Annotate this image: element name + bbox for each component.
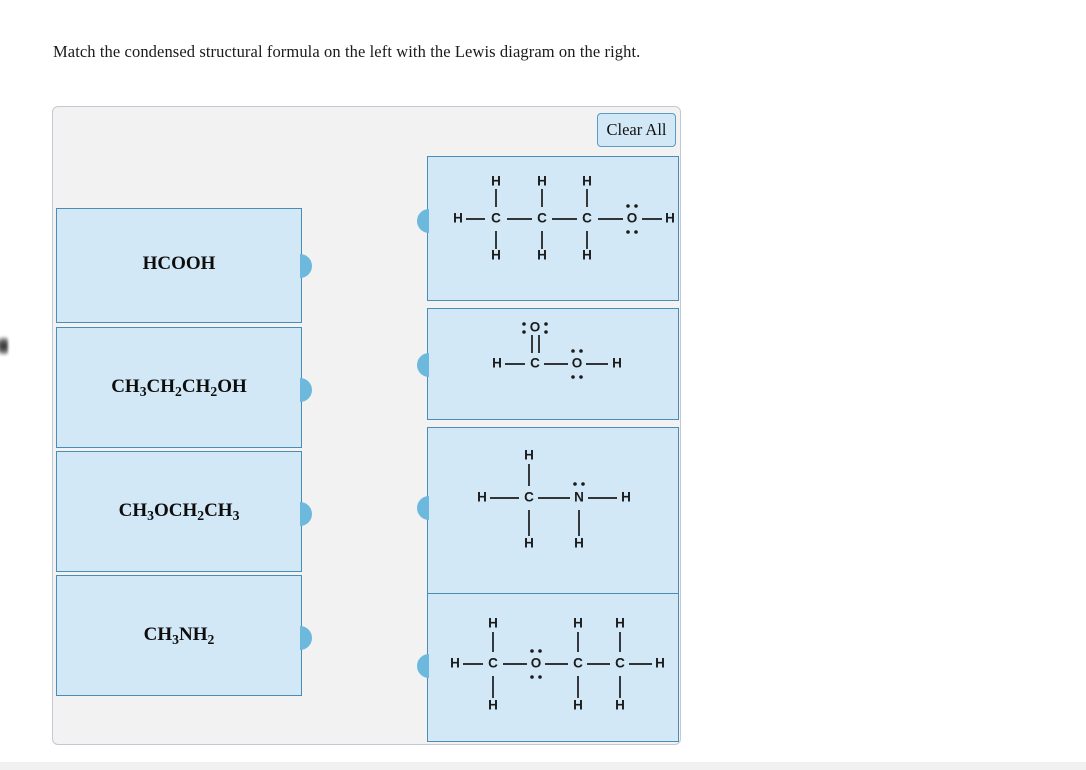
lewis-diagram-methoxyethane: H C O C C H H H H H H H <box>450 616 665 713</box>
svg-text:C: C <box>582 211 592 226</box>
svg-text:H: H <box>615 698 625 713</box>
svg-text:H: H <box>492 356 502 371</box>
lewis-diagram-propanol: H C C C O H H H H H H H <box>453 174 675 263</box>
connector-knob-hcooh[interactable] <box>300 254 312 278</box>
lewis-diagram-methylamine: H C N H H H H <box>477 448 631 551</box>
svg-text:H: H <box>615 616 625 631</box>
svg-text:H: H <box>573 616 583 631</box>
connector-knob-lewis-propanol[interactable] <box>417 209 429 233</box>
svg-text:H: H <box>453 211 463 226</box>
formula-tile-propanol[interactable]: CH3CH2CH2OH <box>56 327 312 448</box>
svg-text:O: O <box>572 356 583 371</box>
page-title: Match the condensed structural formula o… <box>53 42 641 61</box>
svg-text:C: C <box>488 656 498 671</box>
svg-text:H: H <box>524 448 534 463</box>
svg-text:H: H <box>574 536 584 551</box>
svg-text:C: C <box>524 490 534 505</box>
svg-text:H: H <box>665 211 675 226</box>
connector-knob-lewis-formic-acid[interactable] <box>417 353 429 377</box>
svg-text:H: H <box>524 536 534 551</box>
connector-knob-lewis-methoxyethane[interactable] <box>417 654 429 678</box>
svg-text:O: O <box>530 320 541 335</box>
svg-text:N: N <box>574 490 584 505</box>
connector-knob-methylamine[interactable] <box>300 626 312 650</box>
svg-text:C: C <box>615 656 625 671</box>
svg-text:O: O <box>531 656 542 671</box>
svg-text:H: H <box>573 698 583 713</box>
lewis-tile-methoxyethane[interactable]: H C O C C H H H H H H H <box>417 593 679 742</box>
svg-text:H: H <box>491 248 501 263</box>
formula-tile-hcooh[interactable]: HCOOH <box>56 208 312 323</box>
svg-text:O: O <box>627 211 638 226</box>
connector-knob-lewis-methylamine[interactable] <box>417 496 429 520</box>
svg-text:H: H <box>537 248 547 263</box>
svg-text:C: C <box>491 211 501 226</box>
connector-knob-methoxyethane[interactable] <box>300 502 312 526</box>
svg-text:H: H <box>582 248 592 263</box>
cursor-artifact <box>0 336 8 356</box>
formula-tile-methoxyethane[interactable]: CH3OCH2CH3 <box>56 451 312 572</box>
formula-label-propanol: CH3CH2CH2OH <box>111 376 247 399</box>
svg-text:H: H <box>537 174 547 189</box>
lewis-tile-formic-acid[interactable]: H C O H O <box>417 308 679 420</box>
formula-label-methylamine: CH3NH2 <box>143 624 215 647</box>
formula-tile-methylamine[interactable]: CH3NH2 <box>56 575 312 696</box>
matching-exercise-panel: Clear All HCOOH CH3CH2CH2OH CH3OCH2CH3 C… <box>52 106 681 745</box>
svg-text:H: H <box>450 656 460 671</box>
lewis-tile-propanol[interactable]: H C C C O H H H H H H H <box>417 156 679 301</box>
connector-knob-propanol[interactable] <box>300 378 312 402</box>
clear-all-button[interactable]: Clear All <box>597 113 676 147</box>
svg-text:C: C <box>573 656 583 671</box>
formula-label-hcooh: HCOOH <box>142 253 216 274</box>
svg-text:H: H <box>621 490 631 505</box>
svg-text:H: H <box>582 174 592 189</box>
lewis-diagram-formic-acid: H C O H O <box>492 320 622 379</box>
formula-label-methoxyethane: CH3OCH2CH3 <box>118 500 240 523</box>
svg-text:C: C <box>530 356 540 371</box>
svg-text:H: H <box>491 174 501 189</box>
svg-text:H: H <box>488 698 498 713</box>
svg-text:C: C <box>537 211 547 226</box>
svg-text:H: H <box>612 356 622 371</box>
page-bottom-strip <box>0 762 1086 770</box>
svg-text:H: H <box>477 490 487 505</box>
lewis-tile-methylamine[interactable]: H C N H H H H <box>417 427 679 595</box>
svg-text:H: H <box>655 656 665 671</box>
svg-text:H: H <box>488 616 498 631</box>
